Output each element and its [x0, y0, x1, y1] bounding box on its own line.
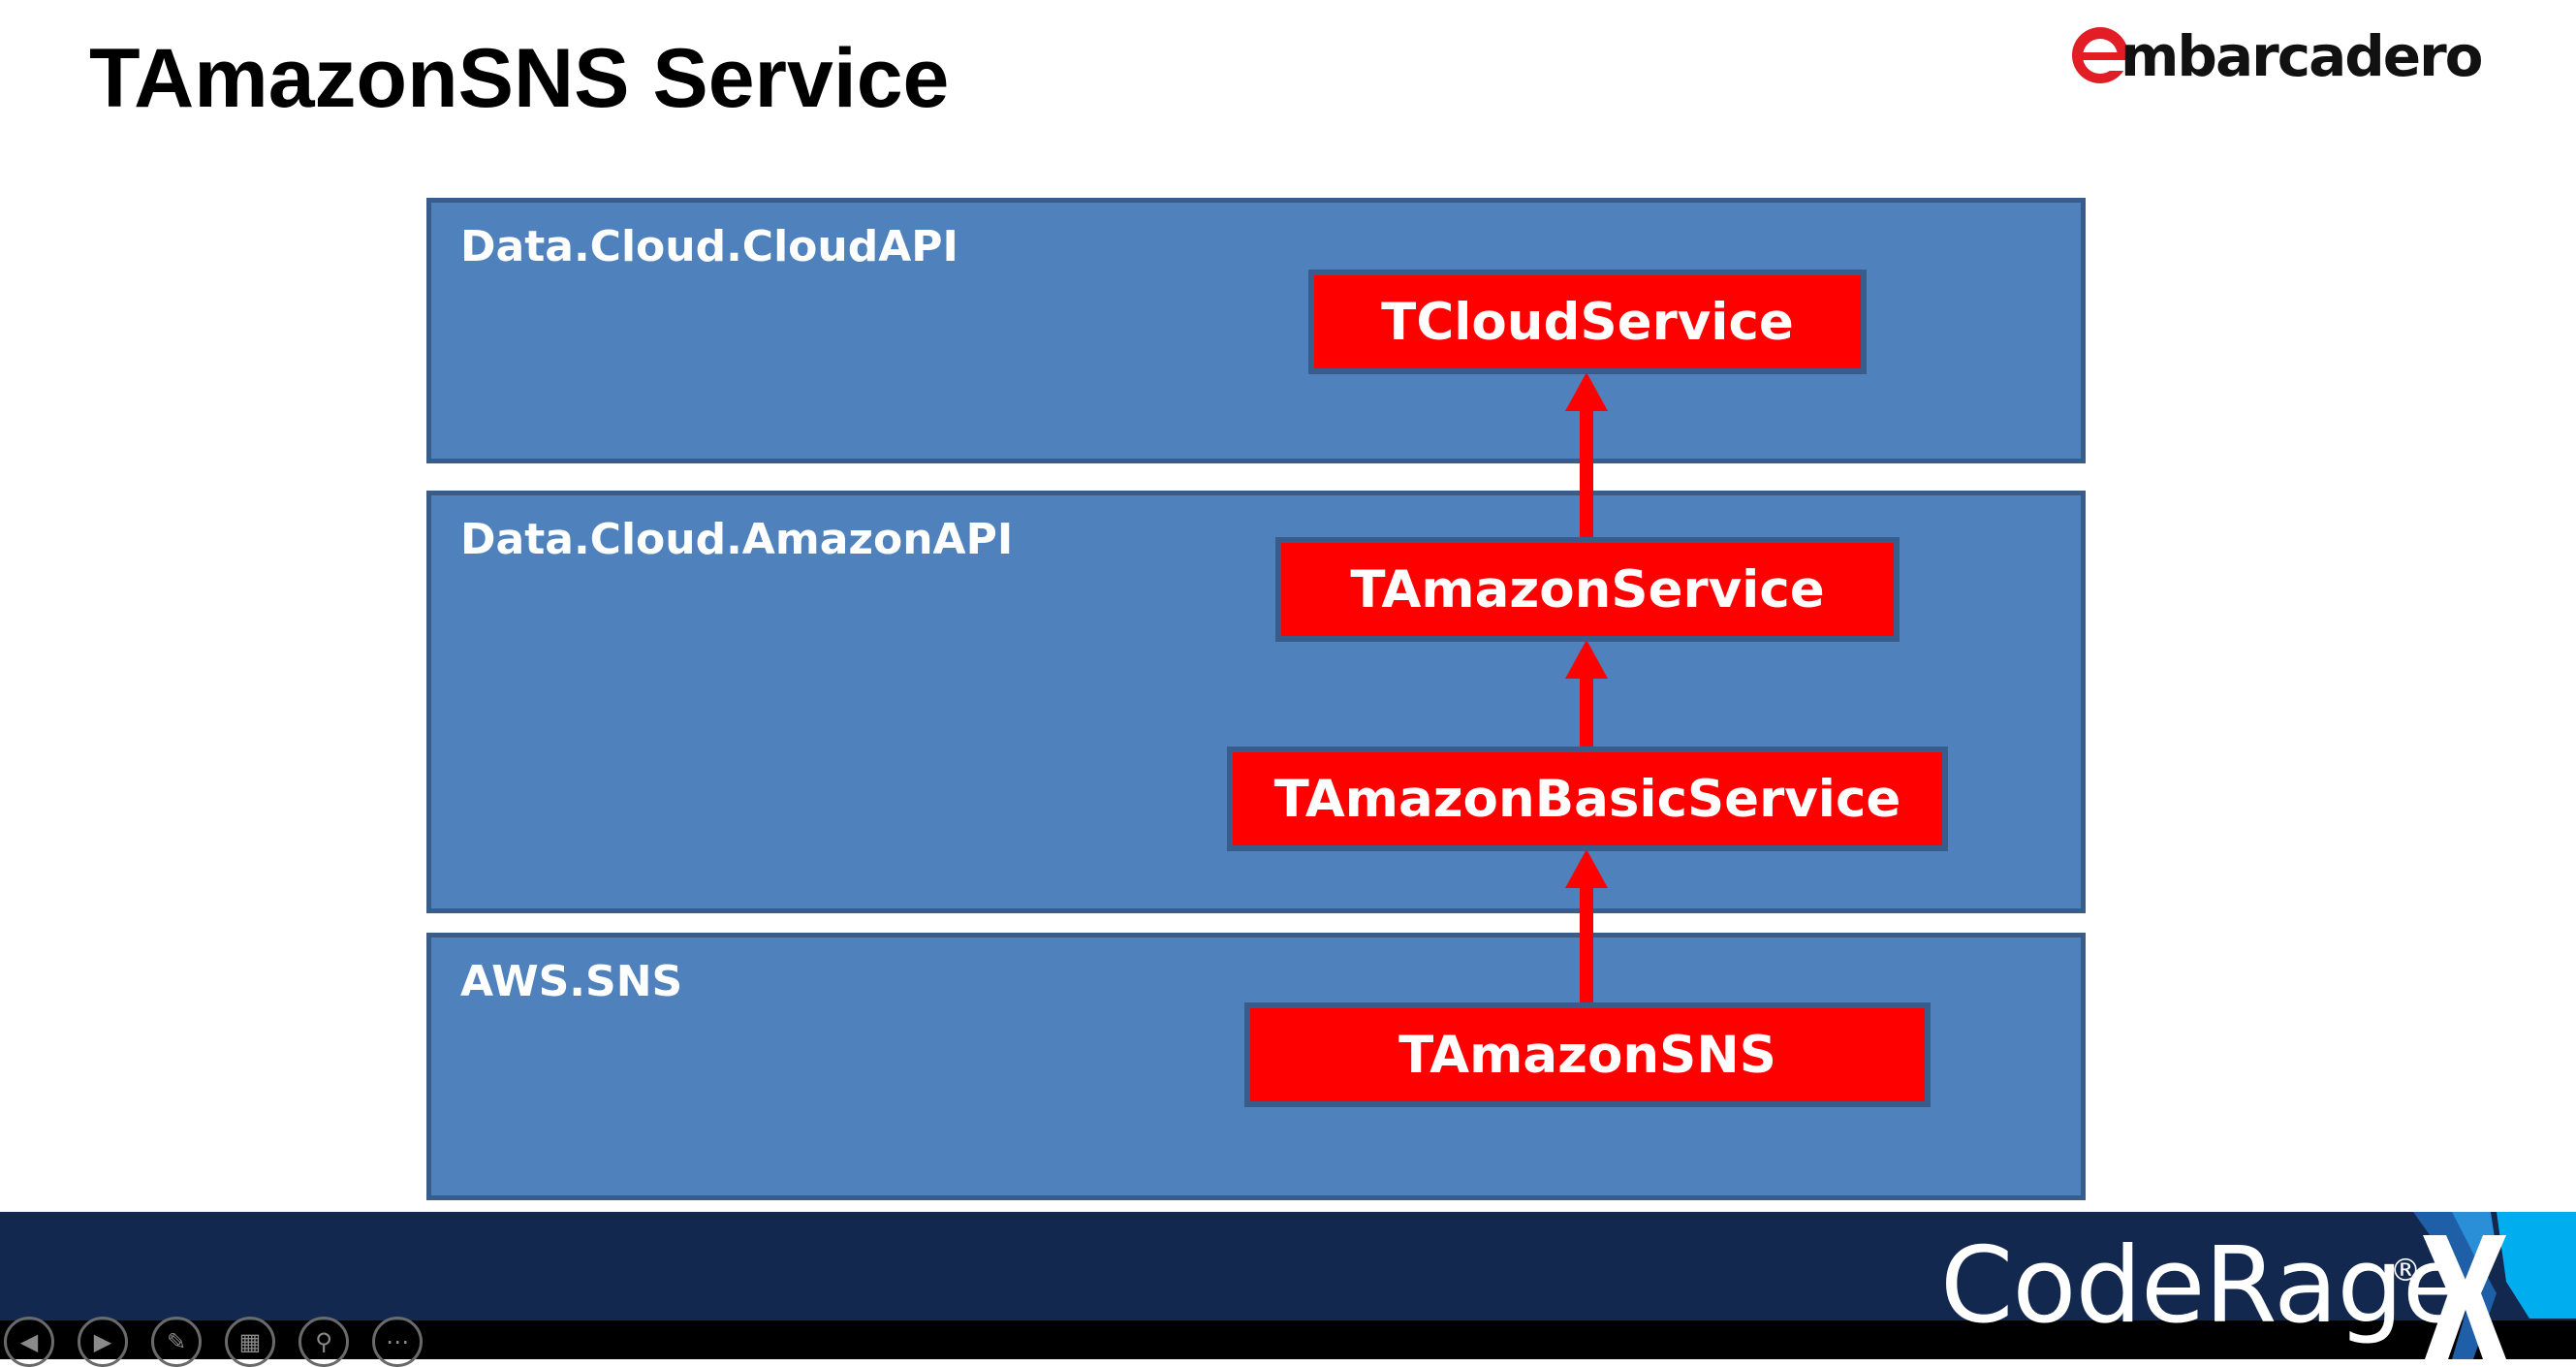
layer-label: Data.Cloud.AmazonAPI [460, 515, 1014, 564]
embarcadero-logo: mbarcadero [2072, 23, 2498, 95]
layer-label: Data.Cloud.CloudAPI [460, 222, 958, 271]
class-box-tamazonservice: TAmazonService [1275, 537, 1900, 642]
inheritance-arrow-head [1565, 640, 1608, 679]
pen-icon: ✎ [166, 1328, 187, 1355]
zoom-button[interactable]: ⚲ [298, 1317, 349, 1367]
presentation-toolbar: ◀ ▶ ✎ ▦ ⚲ ⋯ [4, 1317, 423, 1367]
layer-data-cloud-cloudapi: Data.Cloud.CloudAPI [426, 198, 2086, 463]
registered-mark: ® [2390, 1252, 2421, 1288]
inheritance-arrow-head [1565, 372, 1608, 411]
magnifier-icon: ⚲ [315, 1328, 332, 1355]
arrow-left-icon: ◀ [19, 1328, 39, 1355]
class-label: TAmazonSNS [1398, 1025, 1776, 1085]
inheritance-arrow-head [1565, 849, 1608, 888]
see-all-slides-button[interactable]: ▦ [225, 1317, 275, 1367]
inheritance-arrow-shaft [1580, 675, 1593, 756]
footer-bar [0, 1320, 2576, 1359]
inheritance-arrow-shaft [1580, 407, 1593, 545]
logo-text: mbarcadero [2120, 23, 2484, 89]
class-box-tamazonbasicservice: TAmazonBasicService [1227, 747, 1948, 851]
slide-title: TAmazonSNS Service [89, 32, 950, 125]
layer-label: AWS.SNS [460, 957, 683, 1006]
coderage-x-logo-icon [2413, 1212, 2576, 1359]
arrow-right-icon: ▶ [93, 1328, 112, 1355]
class-label: TCloudService [1381, 292, 1794, 352]
logo-e-icon [2072, 27, 2128, 83]
next-slide-button[interactable]: ▶ [78, 1317, 128, 1367]
inheritance-arrow-shaft [1580, 884, 1593, 1008]
class-box-tamazonsns: TAmazonSNS [1244, 1002, 1931, 1107]
footer-band [0, 1212, 2576, 1320]
coderage-brand: CodeRage [1940, 1225, 2466, 1347]
ellipsis-icon: ⋯ [386, 1328, 409, 1355]
class-label: TAmazonBasicService [1273, 769, 1901, 829]
class-label: TAmazonService [1350, 559, 1825, 620]
more-options-button[interactable]: ⋯ [372, 1317, 423, 1367]
pen-tool-button[interactable]: ✎ [151, 1317, 202, 1367]
previous-slide-button[interactable]: ◀ [4, 1317, 54, 1367]
class-box-tcloudservice: TCloudService [1308, 270, 1867, 374]
slides-grid-icon: ▦ [238, 1328, 262, 1355]
